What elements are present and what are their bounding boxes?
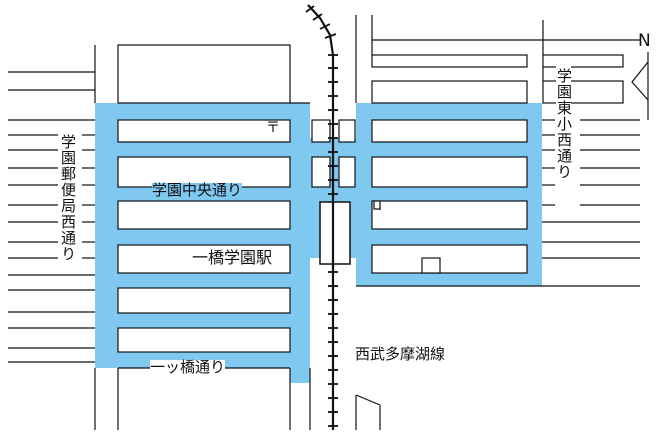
north-label: N — [638, 31, 651, 51]
street-grid — [117, 44, 624, 353]
street-label-hitotsubashi: 一ッ橋通り — [150, 358, 226, 376]
street-label-gakuen-higashi-shonishi: 学園東小西通り — [555, 66, 573, 182]
station-label: 一橋学園駅 — [192, 248, 273, 267]
street-label-gakuen-chuo: 学園中央通り — [152, 181, 243, 199]
street-lines — [8, 15, 640, 430]
north-arrow-icon — [631, 52, 649, 120]
post-office-icon: 〒 — [266, 120, 280, 136]
street-label-gakuen-yubinkyoku-nishi: 学園郵便局西通り — [59, 132, 77, 264]
railway-label: 西武多摩湖線 — [355, 345, 446, 363]
railway-track-icon — [305, 4, 338, 430]
small-building — [373, 200, 441, 274]
